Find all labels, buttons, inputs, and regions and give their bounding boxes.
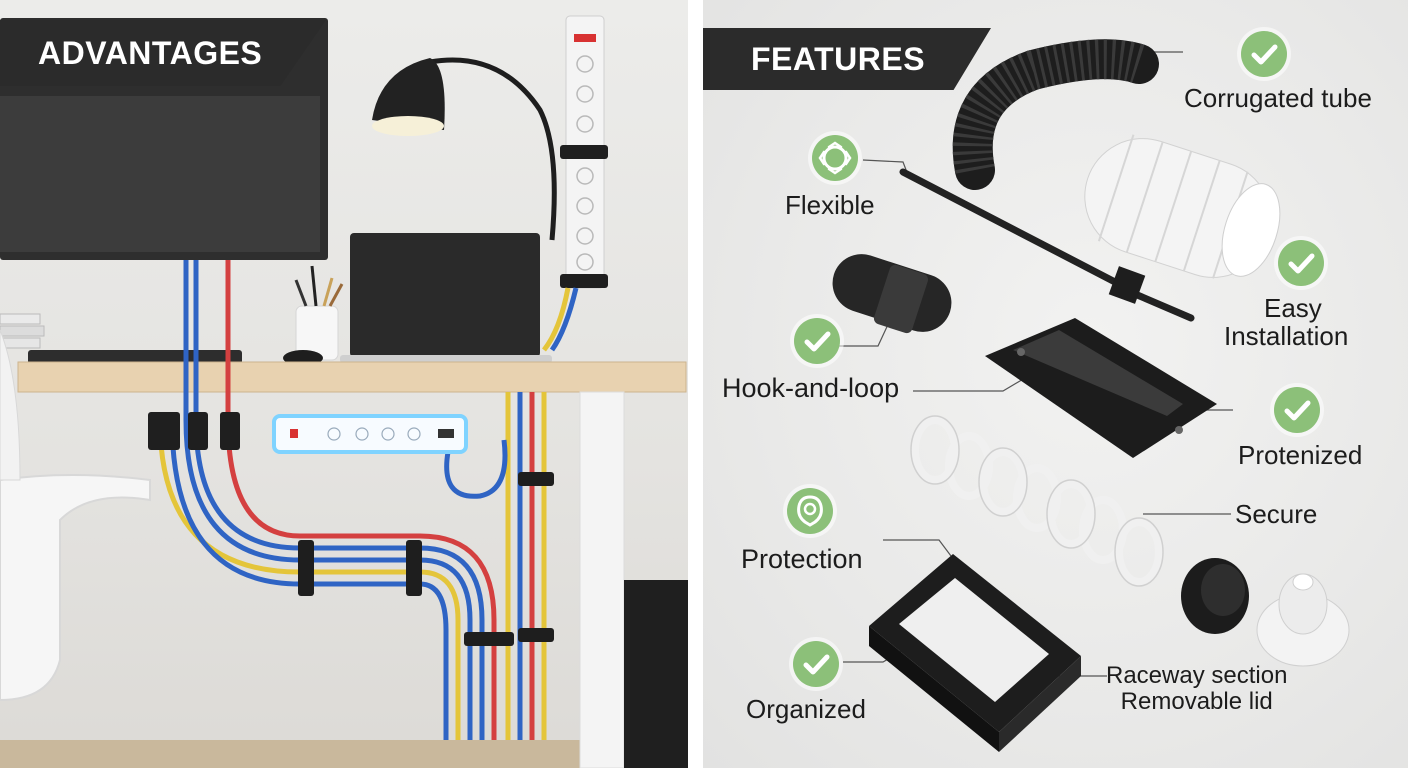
label-corrugated-tube: Corrugated tube xyxy=(1184,83,1372,113)
label-hook-and-loop: Hook-and-loop xyxy=(722,373,900,403)
white-split-tube xyxy=(1084,134,1281,279)
corrugated-ribs xyxy=(952,39,1146,174)
monitor-screen xyxy=(0,96,320,252)
laptop-screen xyxy=(350,233,540,357)
label-protection: Protection xyxy=(741,544,863,574)
features-illustration xyxy=(832,39,1350,752)
adhesive-raceway xyxy=(985,318,1217,458)
check-icon xyxy=(1278,240,1324,286)
advantages-title: ADVANTAGES xyxy=(38,34,263,71)
hook-and-loop-strap xyxy=(832,254,952,334)
raceway-box xyxy=(869,554,1081,752)
check-icon xyxy=(793,641,839,687)
label-secure: Secure xyxy=(1235,499,1318,529)
wall-outlet xyxy=(188,412,208,450)
check-icon xyxy=(1241,31,1287,77)
features-title: FEATURES xyxy=(751,40,926,77)
label-easy-installation: Easy Installation xyxy=(1224,293,1348,350)
label-flexible: Flexible xyxy=(785,190,875,220)
label-raceway-line2: Removable lid xyxy=(1120,687,1273,715)
label-raceway-line1: Raceway section xyxy=(1106,662,1288,689)
label-easy-line2: Installation xyxy=(1224,321,1349,352)
label-easy-line1: Easy xyxy=(1264,293,1322,323)
flexible-icon xyxy=(812,135,858,181)
pc-tower xyxy=(624,580,688,768)
strip-clip xyxy=(560,274,608,288)
strip-switch xyxy=(574,34,596,42)
label-protenized: Protenized xyxy=(1238,440,1363,470)
advantages-panel: ADVANTAGES xyxy=(0,0,688,768)
floor xyxy=(0,740,688,768)
spiral-wrap xyxy=(911,416,1163,586)
label-organized: Organized xyxy=(746,694,866,724)
chair xyxy=(0,474,151,702)
lamp-arm xyxy=(429,57,557,241)
laptop-base xyxy=(340,355,552,363)
desk-leg xyxy=(579,391,625,768)
black-grommet xyxy=(1181,558,1249,634)
strip-clip xyxy=(560,145,608,159)
wall-outlet xyxy=(220,412,240,450)
advantages-banner: ADVANTAGES xyxy=(0,20,326,86)
desk-top xyxy=(17,361,687,393)
features-banner: FEATURES xyxy=(703,28,991,90)
lamp-head xyxy=(372,58,445,130)
label-raceway: Raceway section Removable lid xyxy=(1106,663,1287,715)
lamp-light xyxy=(372,116,444,136)
wall-outlet xyxy=(148,412,180,450)
desk-cable-illustration xyxy=(0,15,688,768)
protection-icon xyxy=(787,488,833,534)
under-desk-power-strip xyxy=(272,414,468,454)
check-icon xyxy=(1274,387,1320,433)
features-panel: FEATURES Corrugated tube Flexible Easy I… xyxy=(703,0,1408,768)
cable-tie xyxy=(899,168,1119,286)
white-grommet xyxy=(1256,573,1350,667)
check-icon xyxy=(794,318,840,364)
